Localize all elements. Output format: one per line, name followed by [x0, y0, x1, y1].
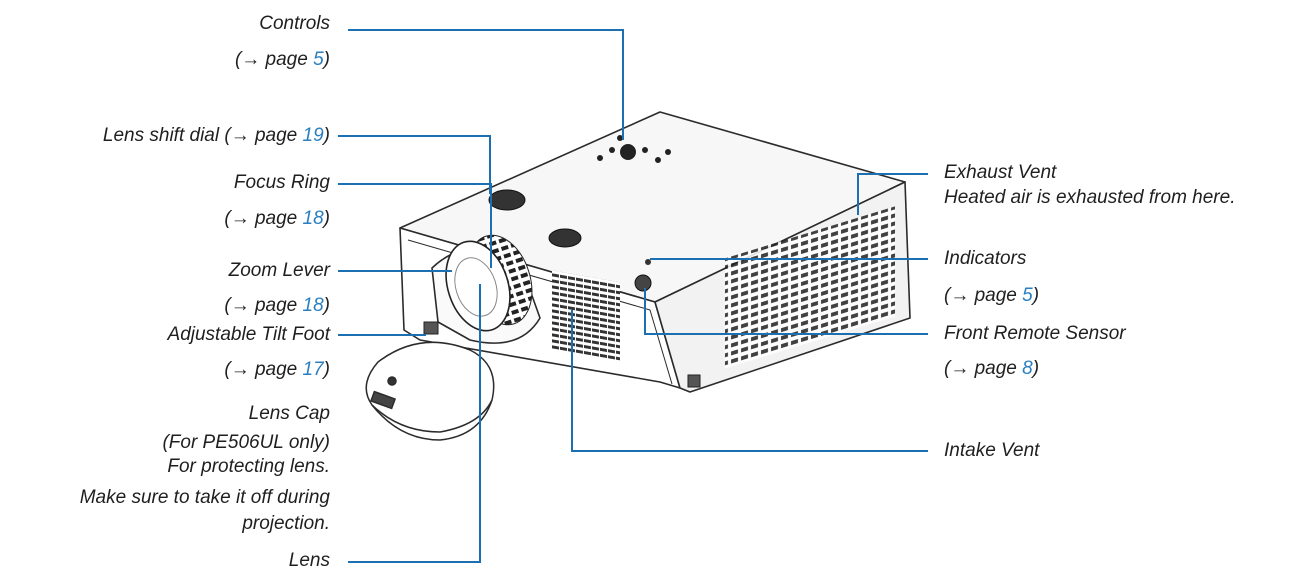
zoom-lever-page-link[interactable]: 18 [302, 295, 324, 316]
label-exhaust-vent-desc: Heated air is exhausted from here. [944, 187, 1236, 208]
top-dial-secondary [548, 228, 582, 248]
label-controls-ref: (→ page 5) [234, 49, 330, 70]
exhaust-vent-grille [725, 206, 895, 369]
label-remote-sensor-ref: (→ page 8) [944, 358, 1040, 379]
leader-lens-shift [338, 135, 491, 194]
leader-focus-ring [338, 183, 492, 268]
label-lens: Lens [288, 550, 330, 571]
leader-remote-sensor [644, 288, 928, 335]
label-lens-cap-model: (For PE506UL only) [162, 432, 330, 453]
leader-controls [348, 29, 624, 140]
tilt-foot-left [423, 321, 439, 335]
front-remote-sensor [634, 274, 652, 292]
label-lens-shift: Lens shift dial (→ page 19) [102, 125, 330, 146]
label-zoom-lever-ref: (→ page 18) [224, 295, 330, 316]
leader-intake [571, 310, 928, 452]
label-indicators-ref: (→ page 5) [944, 285, 1040, 306]
label-intake-vent: Intake Vent [944, 440, 1040, 461]
control-buttons [597, 135, 671, 163]
leader-lines [338, 29, 928, 563]
label-focus-ring-ref: (→ page 18) [224, 208, 330, 229]
indicators-page-link[interactable]: 5 [1022, 285, 1033, 306]
label-controls: Controls [259, 12, 330, 36]
label-lens-cap-note: Make sure to take it off during [79, 487, 330, 508]
label-tilt-foot-ref: (→ page 17) [224, 359, 330, 380]
label-lens-cap-desc: For protecting lens. [167, 456, 330, 477]
indicator-leds [645, 259, 651, 265]
leader-exhaust [857, 173, 928, 215]
label-indicators: Indicators [944, 248, 1027, 269]
leader-lens [348, 284, 481, 563]
focus-ring-page-link[interactable]: 18 [302, 208, 324, 229]
controls-page-link[interactable]: 5 [313, 49, 324, 70]
intake-vent-grille [552, 270, 620, 363]
controls-title: Controls [259, 13, 330, 34]
label-lens-cap: Lens Cap [248, 403, 330, 424]
lens-assembly [445, 234, 533, 332]
tilt-foot-page-link[interactable]: 17 [302, 359, 324, 380]
label-exhaust-vent: Exhaust Vent [944, 162, 1057, 183]
lens-shift-page-link[interactable]: 19 [302, 125, 324, 146]
label-focus-ring: Focus Ring [233, 172, 330, 193]
lens-shift-dial [488, 189, 526, 211]
remote-sensor-page-link[interactable]: 8 [1022, 358, 1033, 379]
label-lens-cap-note-2: projection. [242, 513, 330, 534]
label-tilt-foot: Adjustable Tilt Foot [167, 324, 330, 345]
label-zoom-lever: Zoom Lever [228, 260, 330, 281]
label-remote-sensor: Front Remote Sensor [944, 323, 1126, 344]
lens-cap-illustration [365, 341, 495, 441]
tilt-foot-right [687, 374, 701, 388]
